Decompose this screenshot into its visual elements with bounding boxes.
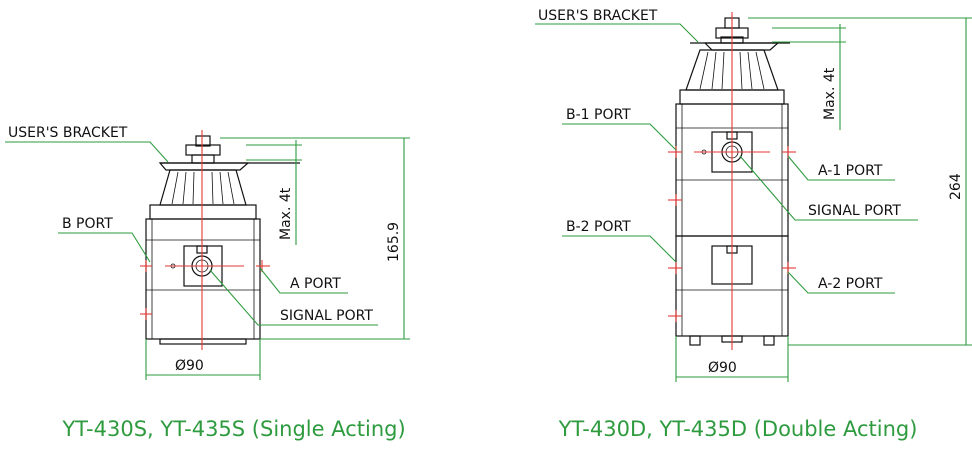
double-acting-drawing: USER'S BRACKET B-1 PORT B-2 PORT A-1 POR… bbox=[535, 8, 972, 441]
a2-port-leader bbox=[787, 271, 895, 294]
washer bbox=[191, 154, 215, 164]
cylinder-body bbox=[145, 218, 261, 340]
rib bbox=[182, 171, 187, 205]
b1-port-label: B-1 PORT bbox=[566, 107, 631, 123]
a1-port-label: A-1 PORT bbox=[818, 163, 883, 179]
a-port-leader bbox=[259, 267, 348, 294]
signal-port-label: SIGNAL PORT bbox=[808, 203, 901, 219]
height-label: 264 bbox=[948, 173, 964, 200]
b1-port-leader bbox=[562, 123, 677, 151]
bracket-label: USER'S BRACKET bbox=[8, 125, 128, 141]
b-port-leader bbox=[58, 232, 151, 263]
b2-port-label: B-2 PORT bbox=[566, 219, 631, 235]
top-cap bbox=[149, 204, 257, 220]
bracket-plate bbox=[158, 162, 250, 171]
a1-port-leader bbox=[787, 155, 895, 181]
signal-port-leader bbox=[739, 155, 918, 221]
bracket-leader bbox=[535, 23, 699, 43]
max-thickness-label: Max. 4t bbox=[278, 187, 294, 240]
rib bbox=[219, 171, 224, 205]
b2-port-leader bbox=[562, 235, 677, 263]
max-thickness-label: Max. 4t bbox=[822, 67, 838, 120]
base-plate bbox=[159, 338, 247, 345]
bracket-leader bbox=[5, 141, 169, 163]
rib bbox=[192, 171, 195, 205]
signal-port-label: SIGNAL PORT bbox=[280, 308, 373, 324]
single-acting-drawing: USER'S BRACKET B PORT A PORT SIGNAL PORT… bbox=[5, 125, 410, 441]
height-label: 165.9 bbox=[386, 222, 402, 262]
rib bbox=[171, 171, 179, 205]
rib bbox=[721, 51, 725, 90]
bracket-label: USER'S BRACKET bbox=[538, 8, 658, 24]
foot bbox=[763, 335, 775, 346]
rib bbox=[747, 51, 753, 90]
rib bbox=[211, 171, 214, 205]
single-acting-caption: YT-430S, YT-435S (Single Acting) bbox=[61, 417, 405, 441]
foot bbox=[689, 335, 701, 346]
a-port-label: A PORT bbox=[290, 276, 341, 292]
rib bbox=[711, 51, 717, 90]
double-acting-caption: YT-430D, YT-435D (Double Acting) bbox=[558, 417, 918, 441]
rib bbox=[755, 51, 765, 90]
signal-port-leader bbox=[209, 269, 378, 326]
shaft-top bbox=[195, 135, 211, 147]
bracket-plate bbox=[703, 42, 780, 51]
rib bbox=[227, 171, 235, 205]
diameter-label: Ø90 bbox=[708, 360, 737, 376]
rib bbox=[739, 51, 743, 90]
b-port-label: B PORT bbox=[62, 216, 113, 232]
diameter-label: Ø90 bbox=[175, 358, 204, 374]
a2-port-label: A-2 PORT bbox=[818, 276, 883, 292]
rib bbox=[699, 51, 709, 90]
